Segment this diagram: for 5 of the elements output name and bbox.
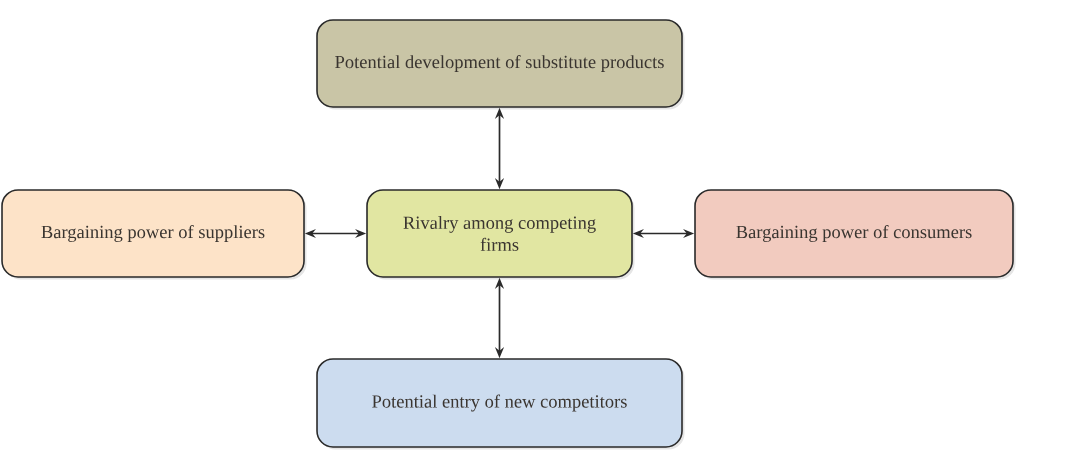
process-box: Potential entry of new competitors xyxy=(316,358,685,450)
process-box: Bargaining power of consumers xyxy=(694,189,1016,280)
process-box: Rivalry among competing firms xyxy=(366,189,635,280)
process-box: Potential development of substitute products xyxy=(316,19,685,110)
process-box: Bargaining power of suppliers xyxy=(1,189,307,280)
